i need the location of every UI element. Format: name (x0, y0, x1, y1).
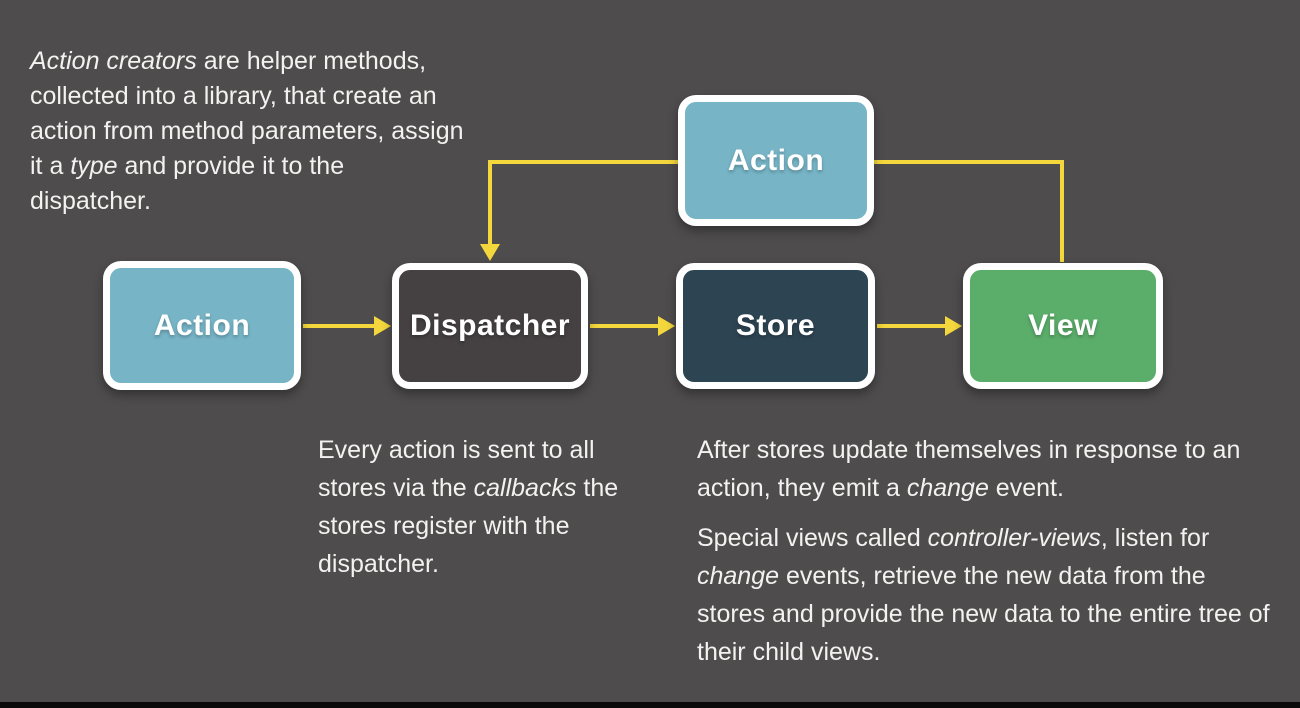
bottom-edge-bar (0, 702, 1300, 708)
connector-view-to-action (874, 160, 1064, 262)
note-store-text-1: After stores update themselves in respon… (697, 436, 1241, 502)
node-dispatcher-label: Dispatcher (409, 309, 571, 342)
arrowhead-action-to-dispatcher (374, 316, 391, 336)
arrowhead-into-dispatcher-top (480, 244, 500, 261)
note-action-creators-text: Action creators are helper methods, coll… (30, 47, 464, 215)
connector-action-to-dispatcher (488, 160, 678, 246)
node-view-label: View (1028, 309, 1098, 342)
node-store-label: Store (735, 309, 816, 342)
arrowhead-store-to-view (945, 316, 962, 336)
node-action-left: Action (103, 261, 301, 390)
node-action-top: Action (678, 95, 874, 226)
node-view: View (963, 263, 1163, 389)
node-action-left-label: Action (153, 308, 251, 342)
node-action-top-label: Action (727, 143, 825, 177)
node-dispatcher: Dispatcher (392, 263, 588, 389)
note-dispatcher-text: Every action is sent to all stores via t… (318, 436, 619, 578)
note-store: After stores update themselves in respon… (697, 431, 1277, 671)
note-action-creators: Action creators are helper methods, coll… (30, 44, 470, 219)
note-store-text-2: Special views called controller-views, l… (697, 524, 1270, 666)
arrowhead-dispatcher-to-store (658, 316, 675, 336)
note-dispatcher: Every action is sent to all stores via t… (318, 431, 663, 583)
node-store: Store (676, 263, 875, 389)
